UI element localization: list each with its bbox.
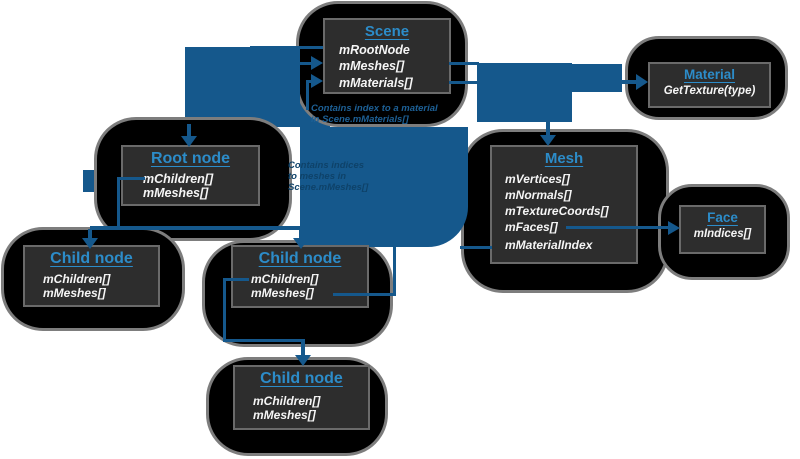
annotation-mesh-indices-line2: to meshes in [288, 171, 347, 182]
scene-field-mrootnode: mRootNode [339, 43, 410, 57]
child-middle-title: Child node [258, 250, 342, 267]
line-childmiddle-stem [299, 229, 303, 239]
child-middle-field-mmeshes: mMeshes[] [251, 286, 314, 300]
line-childbottom-stem [301, 339, 305, 356]
root-node-box: Root node mChildren[] mMeshes[] [121, 145, 260, 206]
face-box: Face mIndices[] [679, 205, 766, 254]
child-middle-box: Child node mChildren[] mMeshes[] [231, 245, 369, 308]
arrow-into-face [668, 221, 680, 235]
line-mfaces-to-face [566, 226, 670, 229]
child-left-box: Child node mChildren[] mMeshes[] [23, 245, 160, 307]
arrow-into-material [636, 74, 648, 90]
arrow-into-child-bottom [295, 355, 311, 366]
line-childleft-stem [88, 229, 92, 239]
material-fields: GetTexture(type) [650, 85, 769, 98]
annotation-mesh-indices: Contains indices to meshes in Scene.mMes… [288, 160, 368, 193]
scene-field-mmaterials: mMaterials[] [339, 76, 413, 90]
scene-field-mmeshes: mMeshes[] [339, 59, 405, 73]
line-root-mchildren [117, 177, 145, 180]
mesh-field-mnormals: mNormals[] [505, 188, 572, 202]
annotation-material-index-line2: in Scene.mMaterials[] [311, 114, 409, 125]
child-bottom-title: Child node [260, 370, 343, 387]
scene-box: Scene mRootNode mMeshes[] mMaterials[] [323, 18, 451, 94]
child-bottom-box: Child node mChildren[] mMeshes[] [233, 365, 370, 430]
line-childbar [90, 226, 304, 230]
child-left-fields: mChildren[] mMeshes[] [25, 272, 158, 301]
mesh-field-mvertices: mVertices[] [505, 172, 570, 186]
mesh-fields: mVertices[] mNormals[] mTextureCoords[] … [492, 171, 636, 255]
annotation-mesh-indices-line1: Contains indices [288, 160, 365, 171]
connector-mass-center [300, 127, 468, 247]
connector-mass-to-material [572, 64, 622, 92]
mesh-box: Mesh mVertices[] mNormals[] mTextureCoor… [490, 145, 638, 264]
line-scene-mmaterials-right [449, 81, 496, 84]
arrow-into-scene-mmeshes [311, 56, 323, 70]
line-childbar-feed [117, 177, 120, 229]
scene-fields: mRootNode mMeshes[] mMaterials[] [325, 43, 449, 92]
annotation-material-index-line1: Contains index to a material [311, 103, 438, 114]
child-bottom-field-mmeshes: mMeshes[] [253, 408, 316, 422]
child-left-field-mchildren: mChildren[] [43, 272, 111, 286]
line-mesh-arrow-stem [546, 120, 550, 136]
line-childmiddle-mmeshes-h [333, 293, 396, 296]
mesh-field-mmaterialindex: mMaterialIndex [505, 238, 593, 252]
face-field-mindices: mIndices[] [693, 228, 752, 240]
face-fields: mIndices[] [681, 228, 764, 241]
annotation-material-index: Contains index to a material in Scene.mM… [311, 103, 438, 125]
child-bottom-field-mchildren: mChildren[] [253, 394, 321, 408]
line-mrootnode [250, 46, 323, 49]
root-node-title: Root node [150, 150, 231, 167]
arrow-into-child-middle [293, 238, 309, 249]
line-childmiddle-mchildren-h [223, 278, 249, 281]
child-middle-field-mchildren: mChildren[] [251, 272, 319, 286]
face-title: Face [707, 210, 738, 225]
arrow-into-child-left [82, 238, 98, 249]
mesh-field-mtexturecoords: mTextureCoords[] [505, 204, 609, 218]
scene-title: Scene [364, 23, 410, 40]
mesh-field-mfaces: mFaces[] [505, 220, 558, 234]
line-material-arrow-stem [618, 80, 638, 84]
mesh-title: Mesh [544, 150, 584, 167]
line-mmaterialindex [460, 246, 492, 249]
arrow-into-mesh [540, 135, 556, 146]
child-left-field-mmeshes: mMeshes[] [43, 286, 106, 300]
line-into-scene-mmeshes [262, 62, 314, 65]
annotation-mesh-indices-line3: Scene.mMeshes[] [288, 182, 369, 193]
child-middle-fields: mChildren[] mMeshes[] [233, 272, 367, 301]
child-bottom-fields: mChildren[] mMeshes[] [235, 394, 368, 423]
line-childbottom-h [223, 339, 305, 342]
material-title: Material [683, 67, 736, 82]
material-box: Material GetTexture(type) [648, 62, 771, 108]
root-node-fields: mChildren[] mMeshes[] [123, 172, 258, 201]
line-childmiddle-mchildren-v [223, 278, 226, 342]
line-scene-mmeshes-right [449, 62, 479, 65]
arrow-into-root-node [181, 136, 197, 147]
line-root-arrow-stem [187, 124, 191, 137]
arrow-into-scene-mmaterials [311, 74, 323, 88]
root-field-mchildren: mChildren[] [143, 172, 214, 186]
line-annotation1-riser [306, 82, 309, 110]
root-field-mmeshes: mMeshes[] [143, 186, 209, 200]
child-left-title: Child node [50, 250, 133, 267]
material-field-gettexture: GetTexture(type) [663, 85, 756, 97]
line-childmiddle-mmeshes-v [393, 246, 396, 296]
connector-mass-scene-left-edge [294, 47, 300, 127]
connector-mass-scene-to-mesh [477, 63, 572, 122]
